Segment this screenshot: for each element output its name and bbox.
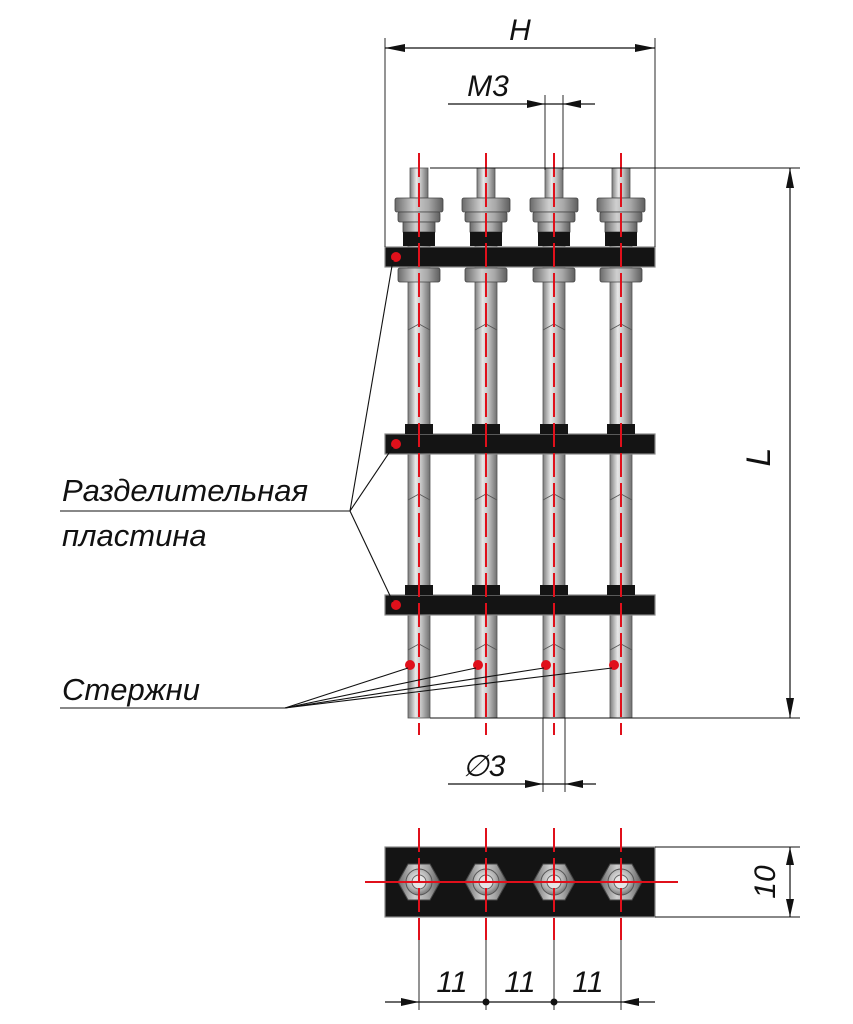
separator-plate-2 xyxy=(384,433,656,455)
dimension-diameter xyxy=(448,718,596,792)
rods-callout: Стержни xyxy=(62,672,200,707)
center-axes xyxy=(418,153,622,735)
dimension-l xyxy=(430,167,800,719)
dimension-h xyxy=(384,38,656,247)
dimension-h-label: H xyxy=(509,14,531,47)
dimension-m3-label: M3 xyxy=(467,70,509,103)
pitch-label-3: 11 xyxy=(572,966,603,999)
pitch-label-1: 11 xyxy=(436,966,467,999)
rods xyxy=(407,229,633,719)
dimension-10-label: 10 xyxy=(749,865,782,899)
callout-markers xyxy=(391,252,619,670)
dimension-pitch-chain xyxy=(385,940,655,1010)
top-view-axes xyxy=(365,828,678,940)
separator-plate-1 xyxy=(384,246,656,268)
plate-callout-line2: пластина xyxy=(62,518,207,553)
pitch-label-2: 11 xyxy=(504,966,535,999)
plate-callout-line1: Разделительная xyxy=(62,473,308,508)
leader-lines xyxy=(60,259,613,709)
dimension-m3 xyxy=(448,95,595,170)
separator-plate-3 xyxy=(384,594,656,616)
front-view xyxy=(60,38,800,792)
dimension-l-label: L xyxy=(740,448,778,467)
dimension-diameter-label: ∅3 xyxy=(463,750,506,783)
dimension-10 xyxy=(655,846,800,918)
top-view xyxy=(365,828,800,1010)
